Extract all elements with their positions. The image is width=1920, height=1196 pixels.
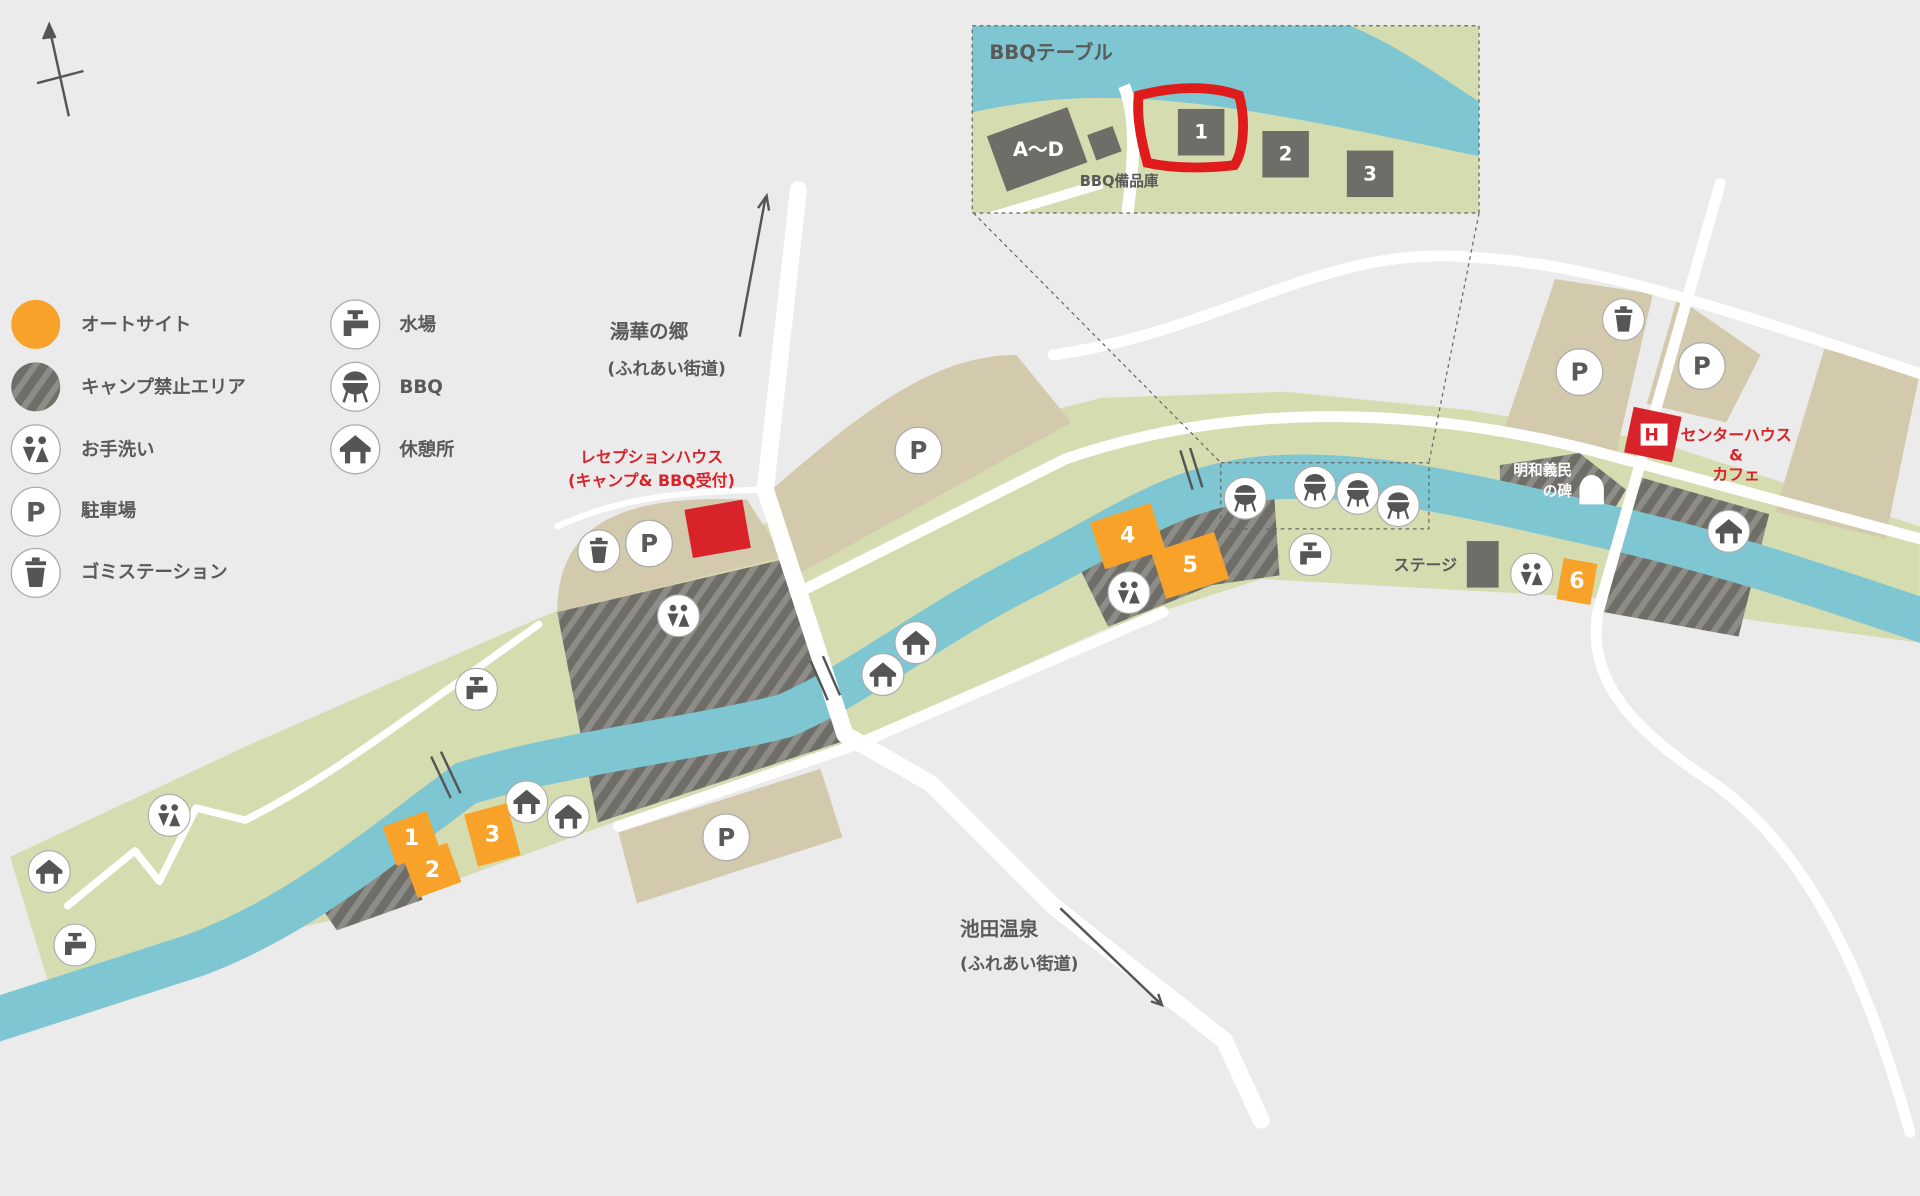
water-tap-icon: [330, 299, 381, 350]
arrow-to-ikeda-onsen: [1059, 907, 1164, 1007]
parking-icon: P: [702, 813, 751, 862]
shelter-icon: [27, 850, 71, 894]
svg-text:P: P: [717, 823, 735, 852]
svg-text:3: 3: [485, 822, 500, 847]
inset-leader-lines: [973, 212, 1480, 464]
center-house-label: センターハウス: [1681, 426, 1792, 445]
center-house-amp: &: [1729, 445, 1743, 464]
svg-text:P: P: [1570, 358, 1588, 387]
yukanosato-sublabel: (ふれあい街道): [607, 359, 725, 380]
inset-focus-area: [1220, 462, 1430, 530]
svg-text:P: P: [640, 529, 658, 558]
ikeda-onsen-label: 池田温泉: [960, 917, 1039, 940]
bbq-grill-icon: [1335, 471, 1380, 516]
auto-site-5[interactable]: 5: [1151, 532, 1230, 600]
reception-sublabel: (キャンプ& BBQ受付): [568, 471, 735, 490]
bbq-table-3[interactable]: 3: [1346, 150, 1394, 198]
parking-icon: P: [1555, 348, 1604, 397]
stage-label: ステージ: [1394, 555, 1457, 574]
auto-site-2[interactable]: 2: [403, 842, 462, 898]
legend: オートサイト キャンプ禁止エリア お手洗い P 駐車場 ゴミステーション 水場 …: [10, 299, 454, 598]
bbq-table-2[interactable]: 2: [1262, 130, 1309, 178]
trash-icon: [1602, 298, 1645, 341]
svg-text:2: 2: [1279, 143, 1293, 166]
shelter-icon: [894, 621, 938, 665]
water-tap-icon: [1288, 533, 1332, 577]
shelter-icon: [546, 795, 590, 838]
water-tap-icon: [53, 923, 97, 967]
legend-label: 駐車場: [81, 500, 136, 522]
bbq-grill-icon: [1223, 476, 1268, 521]
center-house-logo: H: [1644, 426, 1658, 446]
reception-house[interactable]: [684, 499, 751, 559]
bbq-storage-label: BBQ備品庫: [1080, 172, 1159, 190]
svg-text:4: 4: [1120, 524, 1135, 549]
parking-icon: P: [1677, 342, 1726, 390]
legend-label: 水場: [399, 314, 436, 336]
auto-site-6[interactable]: 6: [1556, 558, 1598, 605]
center-house-cafe: カフェ: [1712, 465, 1760, 484]
legend-label: お手洗い: [81, 438, 154, 460]
legend-label: ゴミステーション: [81, 561, 228, 583]
bridges: [430, 447, 1204, 799]
auto-sites: 1 2 3 4 5 6: [382, 503, 1598, 898]
center-house[interactable]: H: [1624, 406, 1682, 463]
shelter-icon: [861, 653, 905, 696]
stage: [1466, 541, 1499, 588]
trash-icon: [10, 547, 61, 598]
legend-label: オートサイト: [81, 315, 191, 336]
shelter-icon: [505, 780, 549, 824]
no-camping-swatch: [11, 362, 61, 412]
svg-text:A〜D: A〜D: [1013, 138, 1064, 161]
svg-text:2: 2: [425, 858, 440, 883]
bbq-storage: [1087, 125, 1122, 161]
north-arrow-icon: [36, 21, 84, 117]
bbq-table-inset: BBQテーブル A〜D BBQ備品庫 1 2 3: [971, 25, 1480, 214]
reception-label: レセプションハウス: [580, 448, 723, 467]
bbq-grill-icon: [1292, 465, 1338, 510]
bbq-table-1[interactable]: 1: [1177, 108, 1225, 156]
parking-icon: P: [894, 426, 943, 475]
legend-label: BBQ: [399, 377, 443, 398]
monument-label-2: の碑: [1543, 482, 1573, 500]
bbq-grill-icon: [329, 361, 381, 413]
arrow-to-yukanosato: [738, 192, 771, 337]
auto-site-4[interactable]: 4: [1089, 503, 1166, 570]
water-tap-icon: [454, 667, 498, 711]
restroom-icon: [1107, 571, 1151, 614]
shelter-icon: [330, 424, 381, 475]
restroom-icon: [1510, 552, 1554, 596]
restroom-icon: [656, 594, 700, 638]
auto-site-3[interactable]: 3: [464, 803, 521, 867]
svg-text:3: 3: [1363, 162, 1377, 185]
restroom-icon: [147, 793, 191, 837]
parking-glyph: P: [26, 497, 46, 528]
svg-text:P: P: [1693, 352, 1711, 381]
shelter-icon: [1707, 509, 1751, 553]
svg-text:1: 1: [1194, 121, 1208, 144]
auto-site-swatch: [11, 299, 61, 349]
legend-label: 休憩所: [398, 438, 454, 460]
inset-title: BBQテーブル: [989, 41, 1113, 64]
highlight-circle: [1133, 83, 1248, 173]
ikeda-onsen-sublabel: (ふれあい街道): [960, 954, 1078, 975]
parking-icon: P: [625, 519, 673, 568]
yukanosato-label: 湯華の郷: [610, 320, 689, 343]
legend-label: キャンプ禁止エリア: [81, 376, 246, 398]
restroom-icon: [10, 424, 61, 475]
bbq-grill-icon: [1376, 483, 1421, 528]
bbq-table-a-d[interactable]: A〜D: [986, 107, 1088, 192]
svg-text:6: 6: [1569, 569, 1584, 594]
monument-label: 明和義民: [1513, 461, 1572, 479]
svg-text:P: P: [909, 436, 927, 465]
svg-text:5: 5: [1182, 553, 1197, 578]
trash-icon: [577, 529, 621, 573]
parking-markers: P P P P P: [625, 342, 1726, 862]
svg-text:1: 1: [404, 826, 419, 851]
monument-icon: [1579, 474, 1604, 505]
